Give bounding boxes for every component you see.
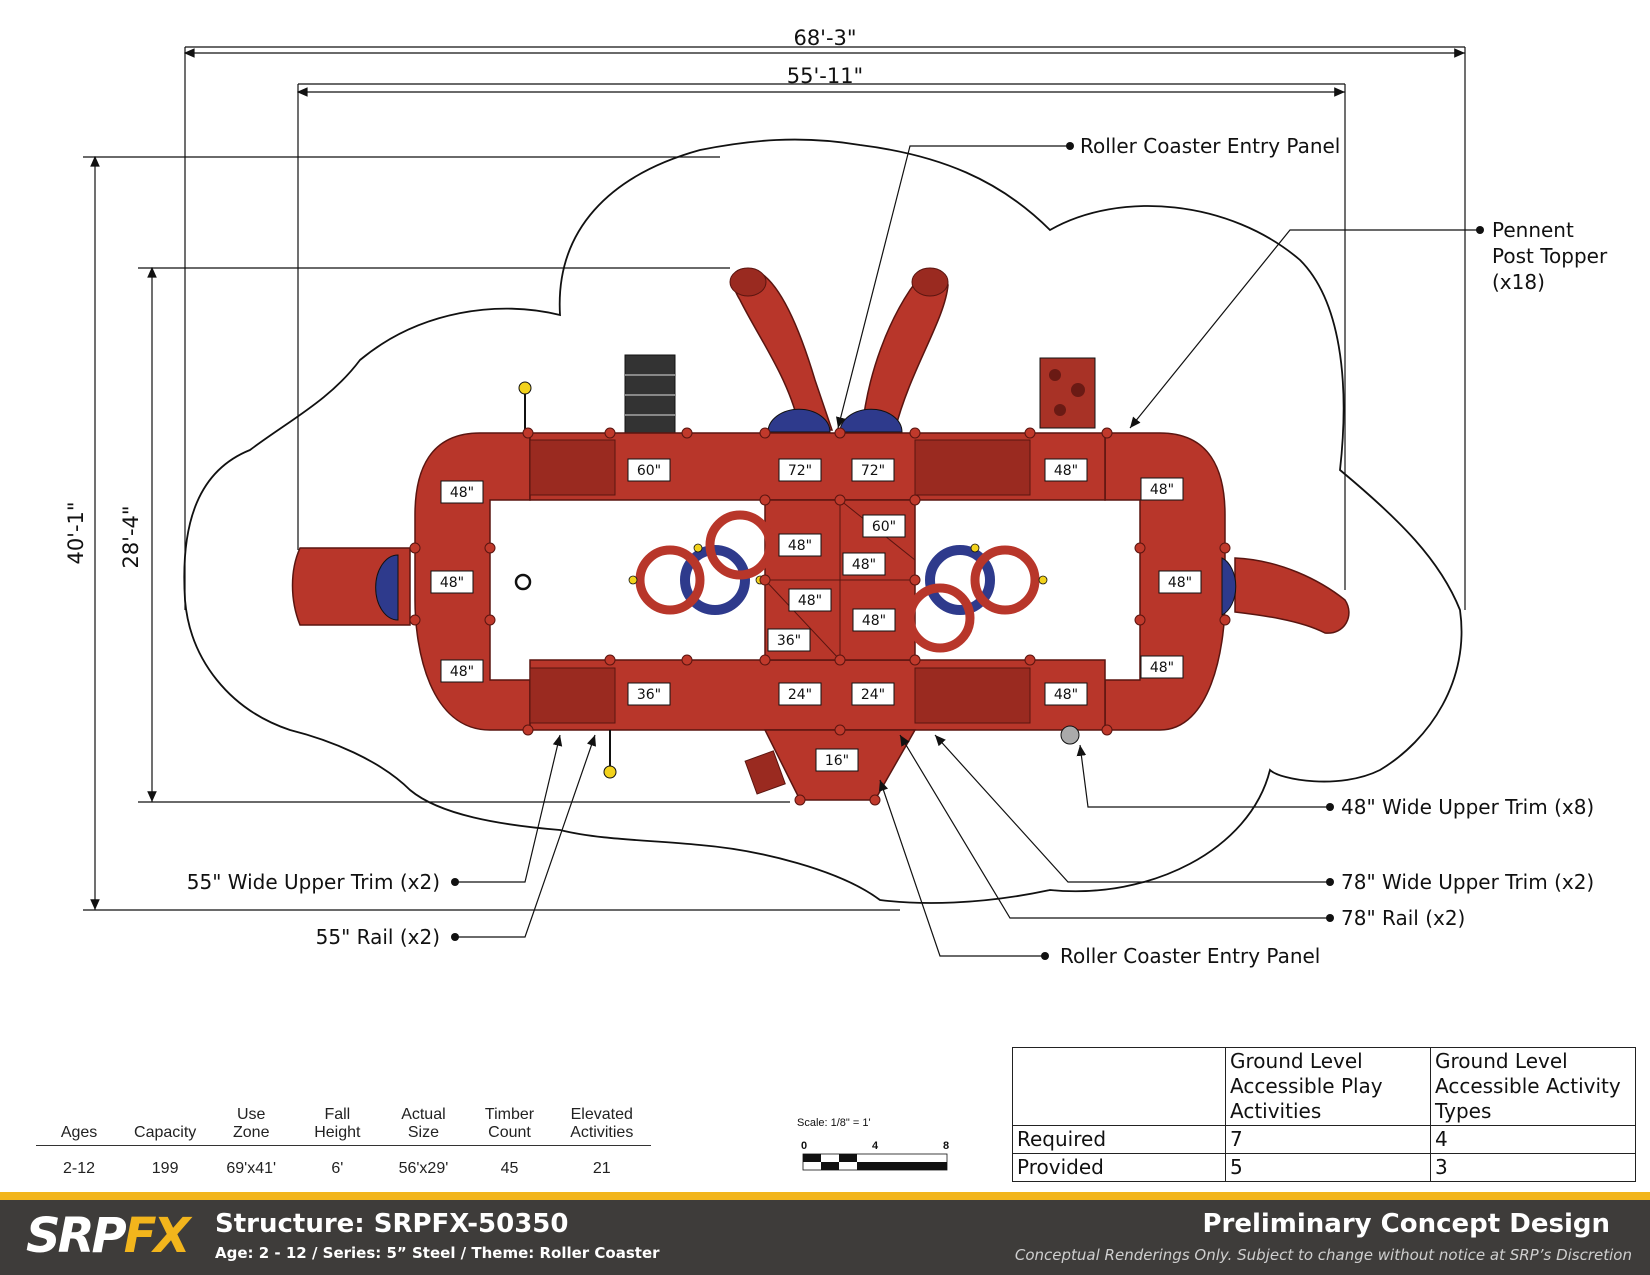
callout-pennent-line1: Pennent	[1492, 218, 1574, 242]
spec-header-ages: Ages	[60, 1124, 98, 1141]
access-required-play: 7	[1225, 1125, 1431, 1154]
footer-accent-stripe	[0, 1192, 1650, 1200]
access-provided-types: 3	[1430, 1153, 1636, 1182]
spec-header-actual-size: Actual Size	[401, 1106, 446, 1141]
spec-header-capacity: Capacity	[134, 1124, 197, 1141]
spec-header-fall-height: Fall Height	[314, 1106, 361, 1141]
right-tube-slide	[861, 272, 949, 431]
callout-pennent-line2: Post Topper	[1492, 244, 1608, 268]
scale-bar: Scale: 1/8" = 1' 0 4 8	[797, 1117, 949, 1171]
deck-label: 48"	[450, 664, 474, 680]
callout-55-trim: 55" Wide Upper Trim (x2)	[187, 870, 440, 894]
scale-tick-8: 8	[943, 1140, 949, 1152]
structure-subtitle: Age: 2 - 12 / Series: 5” Steel / Theme: …	[215, 1244, 660, 1262]
spec-value-elevated-activities: 21	[592, 1160, 611, 1177]
callout-leaders	[455, 145, 1480, 957]
deck-label: 48"	[1054, 463, 1078, 479]
rock-climber	[1039, 357, 1096, 429]
overall-depth-dimension: 40'-1"	[64, 501, 88, 564]
deck-label: 16"	[825, 753, 849, 769]
deck-label: 24"	[861, 687, 885, 703]
access-header-play: Ground Level Accessible Play Activities	[1225, 1047, 1431, 1126]
access-provided-play: 5	[1225, 1153, 1431, 1182]
structure-width-dimension: 55'-11"	[787, 64, 863, 88]
spec-value-capacity: 199	[151, 1160, 179, 1177]
deck-label: 48"	[852, 557, 876, 573]
access-header-types: Ground Level Accessible Activity Types	[1430, 1047, 1636, 1126]
dimension-lines	[83, 46, 1466, 911]
spec-value-actual-size: 56'x29'	[398, 1160, 449, 1177]
deck-label: 48"	[1054, 687, 1078, 703]
spec-value-use-zone: 69'x41'	[226, 1160, 277, 1177]
spec-value-timber-count: 45	[500, 1160, 519, 1177]
spec-header-timber-count: Timber Count	[484, 1106, 535, 1141]
access-required-types: 4	[1430, 1125, 1636, 1154]
deck-label: 36"	[637, 687, 661, 703]
spec-value-ages: 2-12	[63, 1160, 96, 1177]
spec-header-elevated-activities: Elevated Activities	[570, 1106, 634, 1141]
deck-label: 72"	[788, 463, 812, 479]
footer-bar: SRPFX Structure: SRPFX-50350 Age: 2 - 12…	[0, 1200, 1650, 1275]
deck-label: 48"	[1150, 660, 1174, 676]
deck-label: 48"	[450, 485, 474, 501]
deck-label: 48"	[788, 538, 812, 554]
callout-78-rail: 78" Rail (x2)	[1341, 906, 1465, 930]
deck-label: 48"	[1150, 482, 1174, 498]
posts	[409, 427, 1231, 806]
spec-value-fall-height: 6'	[331, 1160, 344, 1177]
scale-tick-0: 0	[801, 1140, 807, 1152]
callout-roller-coaster-entry-top: Roller Coaster Entry Panel	[1080, 134, 1340, 158]
callout-pennent-line3: (x18)	[1492, 270, 1545, 294]
srpfx-logo: SRPFX	[26, 1208, 191, 1264]
accessibility-table: Ground Level Accessible Play Activities …	[1012, 1047, 1636, 1182]
callout-48-trim: 48" Wide Upper Trim (x8)	[1341, 795, 1594, 819]
structure-specs-table: Ages Capacity Use Zone Fall Height Actua…	[36, 1098, 651, 1178]
access-row-label: Required	[1012, 1125, 1226, 1154]
deck-label: 48"	[1168, 575, 1192, 591]
scale-label: Scale: 1/8" = 1'	[797, 1117, 871, 1129]
access-row-label: Provided	[1012, 1153, 1226, 1182]
overall-width-dimension: 68'-3"	[793, 26, 856, 50]
deck-height-labels: 60" 72" 72" 48" 48" 48" 48" 60" 48" 48" …	[430, 458, 1202, 772]
deck-label: 24"	[788, 687, 812, 703]
deck-label: 72"	[861, 463, 885, 479]
deck-label: 48"	[862, 613, 886, 629]
callout-55-rail: 55" Rail (x2)	[316, 925, 440, 949]
deck-label: 36"	[777, 633, 801, 649]
preliminary-concept-title: Preliminary Concept Design	[1202, 1209, 1610, 1239]
deck-label: 48"	[798, 593, 822, 609]
spec-header-use-zone: Use Zone	[233, 1106, 270, 1141]
structure-depth-dimension: 28'-4"	[119, 505, 143, 568]
deck-label: 48"	[440, 575, 464, 591]
deck-label: 60"	[872, 519, 896, 535]
scale-tick-4: 4	[872, 1140, 879, 1152]
deck-label: 60"	[637, 463, 661, 479]
structure-title: Structure: SRPFX-50350	[215, 1209, 569, 1239]
right-spiral-slide	[1234, 557, 1350, 634]
disclaimer-text: Conceptual Renderings Only. Subject to c…	[1014, 1246, 1632, 1264]
pennant-post-toppers	[518, 381, 617, 779]
callout-roller-coaster-entry-bottom: Roller Coaster Entry Panel	[1060, 944, 1320, 968]
access-corner-cell	[1012, 1047, 1226, 1126]
callout-78-trim: 78" Wide Upper Trim (x2)	[1341, 870, 1594, 894]
